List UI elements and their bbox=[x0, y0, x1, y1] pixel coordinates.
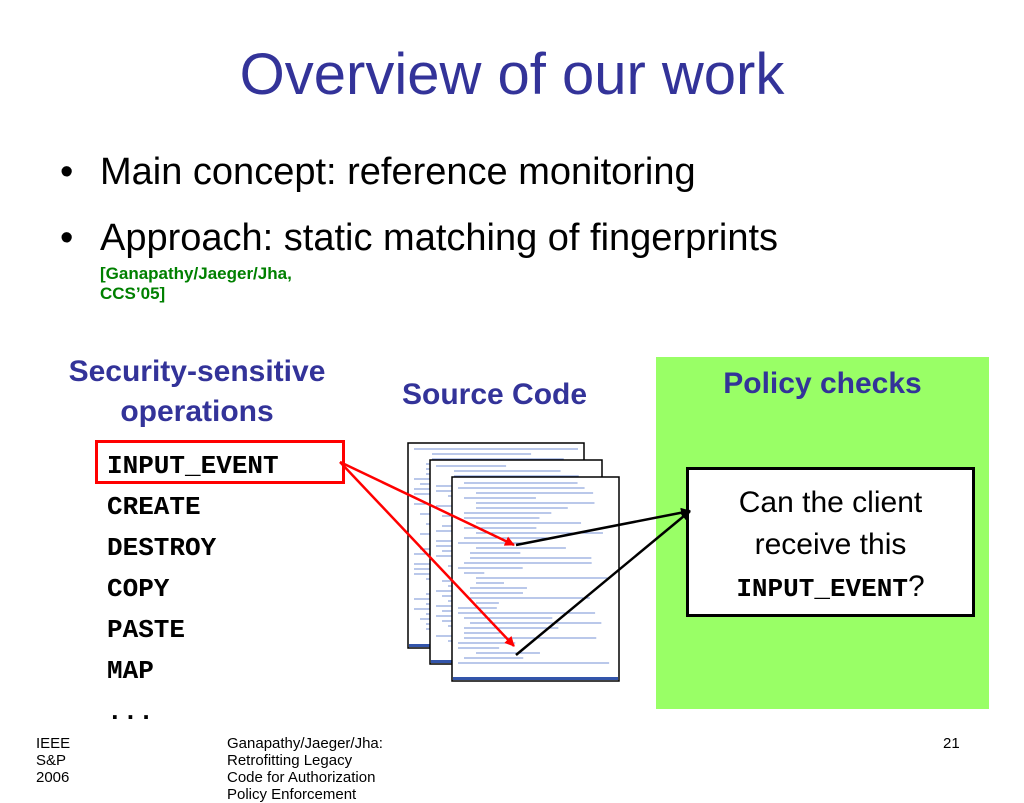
operations-heading-line1: Security-sensitive bbox=[68, 355, 326, 388]
question-line1: Can the client bbox=[738, 486, 923, 519]
operations-heading-line2: operations bbox=[120, 395, 274, 428]
policy-question-box: Can the client receive this INPUT_EVENT? bbox=[686, 467, 975, 617]
operation-item: INPUT_EVENT bbox=[107, 451, 279, 481]
question-mark: ? bbox=[907, 570, 925, 603]
footer-title: Ganapathy/Jaeger/Jha: Retrofitting Legac… bbox=[227, 735, 383, 803]
operation-item: CREATE bbox=[107, 492, 201, 522]
question-line3: INPUT_EVENT? bbox=[689, 566, 972, 610]
diagram-overlay bbox=[339, 442, 691, 682]
footer-page-number: 21 bbox=[943, 735, 960, 752]
operations-list: INPUT_EVENT CREATE DESTROY COPY PASTE MA… bbox=[107, 446, 279, 733]
operations-heading: Security-sensitive operations bbox=[36, 352, 358, 432]
operation-item: ... bbox=[107, 697, 154, 727]
source-code-heading: Source Code bbox=[402, 378, 588, 411]
operation-item: COPY bbox=[107, 574, 170, 604]
arrow-to-policy-bottom bbox=[515, 510, 691, 656]
highlight-box bbox=[95, 440, 345, 484]
operation-item: DESTROY bbox=[107, 533, 217, 563]
bullet-marker: • bbox=[60, 151, 74, 193]
question-line2: receive this bbox=[754, 528, 907, 561]
slide-title: Overview of our work bbox=[239, 42, 785, 107]
arrow-to-code-bottom bbox=[339, 461, 515, 647]
operation-item: PASTE bbox=[107, 615, 186, 645]
arrow-to-code-top bbox=[339, 460, 515, 547]
footer-venue: IEEE S&P 2006 bbox=[36, 735, 71, 786]
policy-heading: Policy checks bbox=[723, 367, 922, 400]
citation: [Ganapathy/Jaeger/Jha, CCS’05] bbox=[100, 264, 292, 303]
bullet-marker: • bbox=[60, 217, 74, 259]
source-code-page bbox=[451, 476, 620, 682]
question-code: INPUT_EVENT bbox=[736, 574, 908, 604]
bullet-text: Approach: static matching of fingerprint… bbox=[100, 217, 779, 259]
arrow-to-policy-top bbox=[515, 507, 691, 547]
operation-item: MAP bbox=[107, 656, 154, 686]
bullet-text: Main concept: reference monitoring bbox=[100, 151, 696, 193]
